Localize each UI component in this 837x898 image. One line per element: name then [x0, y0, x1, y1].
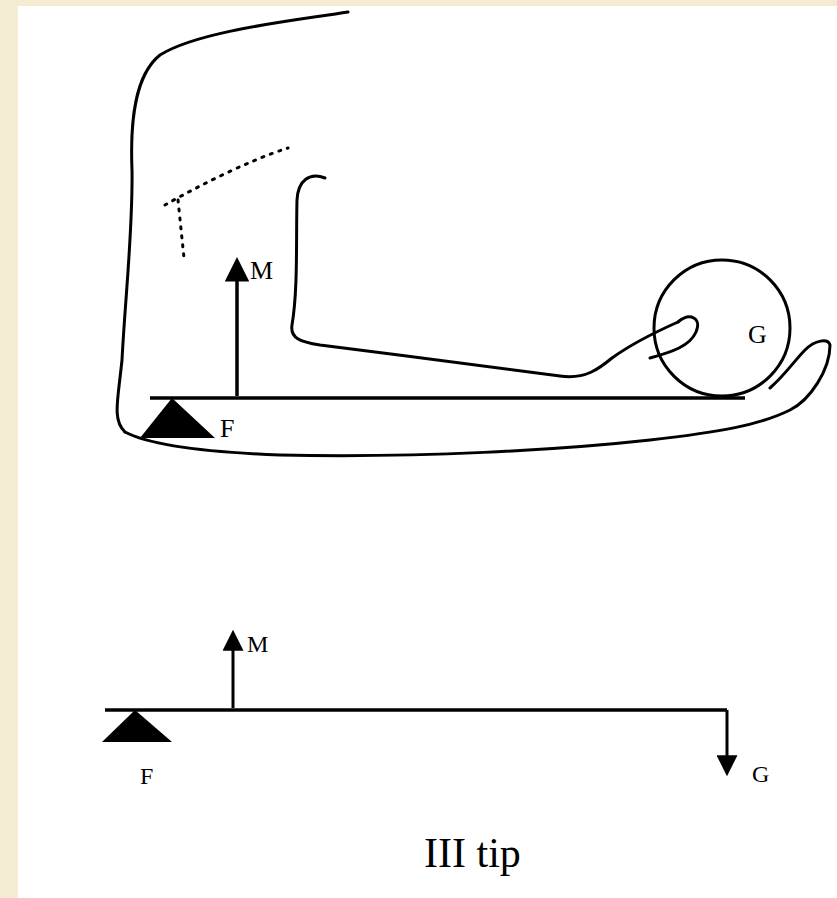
- fulcrum-label: F: [220, 416, 234, 442]
- caption: III tip: [424, 832, 521, 874]
- load-label: G: [748, 322, 767, 348]
- ball: [654, 260, 790, 396]
- fulcrum-label: F: [140, 764, 153, 788]
- arm-outline: [117, 12, 830, 456]
- force-label: M: [247, 632, 268, 656]
- load-arrow: [726, 710, 729, 772]
- fulcrum: [140, 398, 215, 438]
- lever-bar: [150, 396, 745, 400]
- page-ground: [18, 6, 837, 898]
- fulcrum: [102, 710, 172, 742]
- force-arrow: [232, 634, 235, 708]
- force-arrow: [235, 262, 239, 396]
- force-label: M: [250, 258, 273, 284]
- load-label: G: [752, 762, 769, 786]
- shoulder-dots: [165, 148, 288, 258]
- lever-bar: [105, 708, 727, 712]
